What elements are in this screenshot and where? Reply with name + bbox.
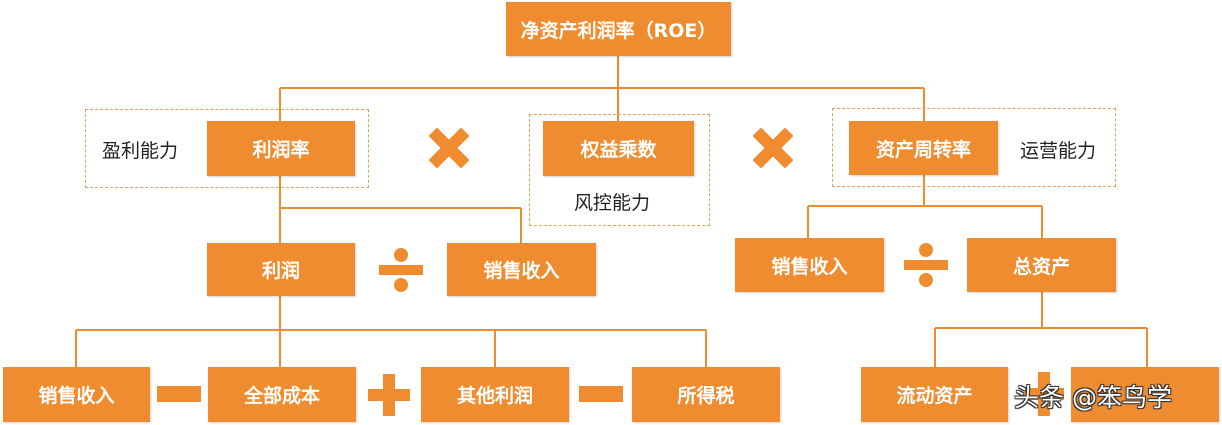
node-total-cost[interactable]: 全部成本	[208, 367, 356, 422]
node-profit[interactable]: 利润	[207, 243, 355, 296]
minus-icon	[579, 386, 623, 402]
label-operation: 运营能力	[1020, 140, 1097, 162]
label-risk-control: 风控能力	[574, 192, 651, 214]
multiply-icon	[752, 127, 794, 169]
multiply-icon	[428, 127, 470, 169]
node-current-assets[interactable]: 流动资产	[861, 367, 1008, 422]
minus-icon	[157, 386, 201, 402]
node-sales-revenue-a[interactable]: 销售收入	[447, 243, 596, 296]
node-total-assets[interactable]: 总资产	[967, 238, 1116, 292]
label-profitability: 盈利能力	[102, 140, 179, 162]
profitability-group	[85, 109, 369, 188]
node-sales-revenue-b[interactable]: 销售收入	[735, 238, 884, 292]
divide-icon	[379, 248, 423, 292]
node-other-profit[interactable]: 其他利润	[421, 367, 569, 422]
divide-icon	[904, 243, 948, 287]
plus-icon	[368, 374, 410, 416]
node-asset-turnover[interactable]: 资产周转率	[849, 121, 998, 175]
risk-control-group	[529, 114, 710, 226]
node-sales-revenue-c[interactable]: 销售收入	[3, 367, 150, 422]
plus-icon	[1024, 372, 1064, 416]
node-income-tax[interactable]: 所得税	[632, 367, 780, 422]
node-profit-margin[interactable]: 利润率	[207, 121, 355, 176]
node-partial[interactable]	[1071, 367, 1219, 422]
node-roe[interactable]: 净资产利润率（ROE）	[506, 2, 731, 56]
node-equity-multiplier[interactable]: 权益乘数	[543, 121, 694, 176]
watermark: 头条 @笨鸟学	[1014, 383, 1172, 412]
operation-group	[832, 108, 1116, 187]
